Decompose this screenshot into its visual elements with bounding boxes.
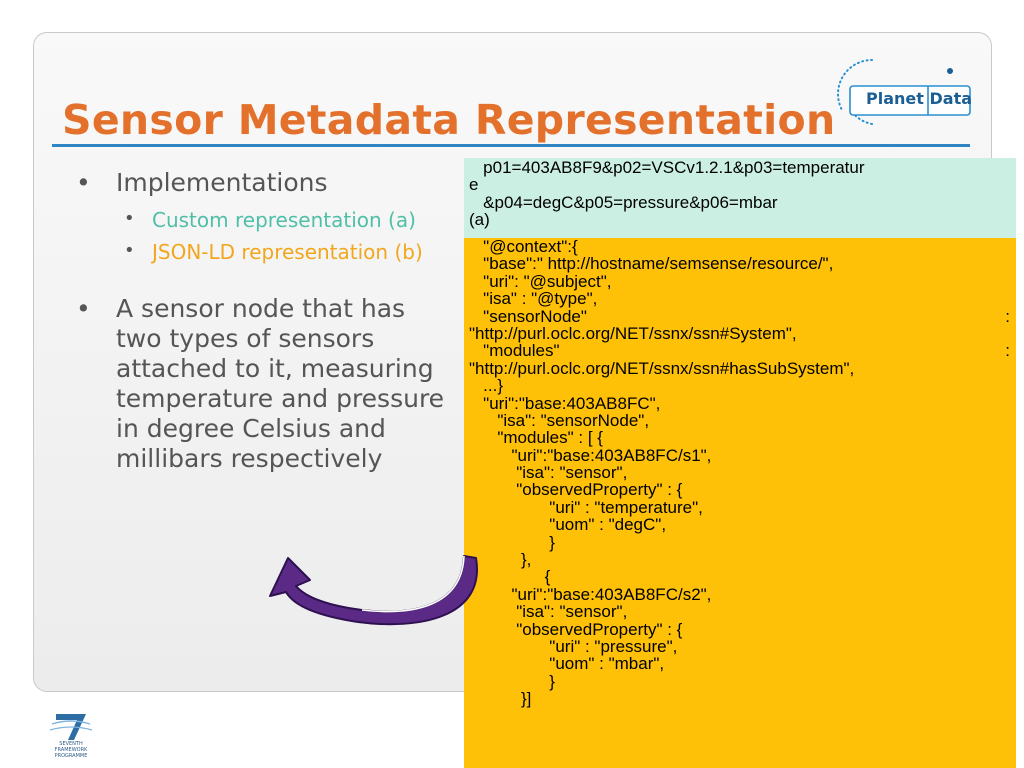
code-b-line: "uri":"base:403AB8FC/s1",: [469, 445, 712, 465]
code-b-line: }: [469, 671, 555, 691]
logo-word-data: Data: [929, 89, 973, 108]
planet-data-logo: [837, 59, 971, 125]
code-b-line: "isa" : "@type",: [469, 289, 598, 309]
sub-bullet-dot-icon: •: [124, 208, 135, 229]
bullet-dot-icon: •: [76, 294, 91, 323]
fp7-caption-line: PROGRAMME: [54, 753, 88, 759]
title-underline: [52, 144, 970, 147]
code-a-line: e: [469, 175, 479, 195]
code-b-line-text: "sensorNode": [469, 306, 587, 326]
code-b-line: }]: [469, 689, 532, 709]
bullet-description-text: A sensor node that has two types of sens…: [116, 294, 445, 473]
fp7-logo: [49, 714, 93, 740]
sub-bullet-custom-text: Custom representation (a): [152, 208, 416, 232]
curved-arrow-icon: [269, 555, 478, 626]
fp7-caption: SEVENTH FRAMEWORK PROGRAMME: [44, 741, 98, 759]
code-b-line: "modules":: [469, 341, 1010, 361]
code-b-line: },: [469, 550, 532, 570]
sub-bullet-custom: • Custom representation (a): [76, 206, 456, 234]
planet-data-logo-text: Planet Data: [866, 89, 972, 108]
bullet-list: • Implementations • Custom representatio…: [76, 168, 456, 474]
code-b-line: "uri" : "temperature",: [469, 497, 703, 517]
sub-bullet-jsonld: • JSON-LD representation (b): [76, 238, 456, 266]
code-b-line: }: [469, 532, 555, 552]
code-b-line: "uri": "@subject",: [469, 271, 612, 291]
sub-bullet-list: • Custom representation (a) • JSON-LD re…: [76, 206, 456, 266]
code-b-line: ...}: [469, 376, 504, 396]
sub-bullet-jsonld-text: JSON-LD representation (b): [152, 240, 423, 264]
bullet-dot-icon: •: [76, 168, 91, 197]
bullet-implementations: • Implementations: [76, 168, 456, 198]
code-b-line: "uom" : "mbar",: [469, 654, 665, 674]
code-b-line: "observedProperty" : {: [469, 619, 683, 639]
code-b-line: "uri":"base:403AB8FC",: [469, 393, 661, 413]
code-b-line: "base":" http://hostname/semsense/resour…: [469, 254, 834, 274]
code-b-line: "http://purl.oclc.org/NET/ssnx/ssn#Syste…: [469, 323, 797, 343]
code-b-line: "uom" : "degC",: [469, 515, 667, 535]
fp7-caption-line: SEVENTH FRAMEWORK: [54, 741, 88, 753]
logo-word-planet: Planet: [866, 89, 924, 108]
code-box-jsonld: "@context":{ "base":" http://hostname/se…: [464, 238, 1016, 768]
sub-bullet-dot-icon: •: [124, 240, 135, 261]
code-b-line: "@context":{: [469, 238, 578, 256]
code-b-line: "modules" : [ {: [469, 428, 603, 448]
code-b-line: "observedProperty" : {: [469, 480, 683, 500]
code-b-line: "isa": "sensor",: [469, 602, 628, 622]
code-b-line: "sensorNode":: [469, 306, 1010, 326]
code-box-custom: p01=403AB8F9&p02=VSCv1.2.1&p03=temperatu…: [464, 158, 1016, 238]
code-a-line: (a): [469, 210, 490, 230]
code-b-line: "uri":"base:403AB8FC/s2",: [469, 584, 712, 604]
code-a-line: p01=403AB8F9&p02=VSCv1.2.1&p03=temperatu…: [469, 158, 865, 177]
code-a-line: &p04=degC&p05=pressure&p06=mbar: [469, 192, 778, 212]
code-b-line: "http://purl.oclc.org/NET/ssnx/ssn#hasSu…: [469, 358, 855, 378]
code-b-line: "isa": "sensorNode",: [469, 410, 650, 430]
bullet-implementations-text: Implementations: [116, 168, 328, 197]
bullet-description: • A sensor node that has two types of se…: [76, 294, 456, 474]
code-b-colon: :: [1005, 341, 1010, 361]
slide-title: Sensor Metadata Representation: [62, 96, 836, 144]
code-b-line-text: "modules": [469, 341, 560, 361]
code-b-line: "uri" : "pressure",: [469, 636, 678, 656]
code-b-colon: :: [1005, 306, 1010, 326]
code-b-line: {: [469, 567, 551, 587]
code-b-line: "isa": "sensor",: [469, 463, 628, 483]
